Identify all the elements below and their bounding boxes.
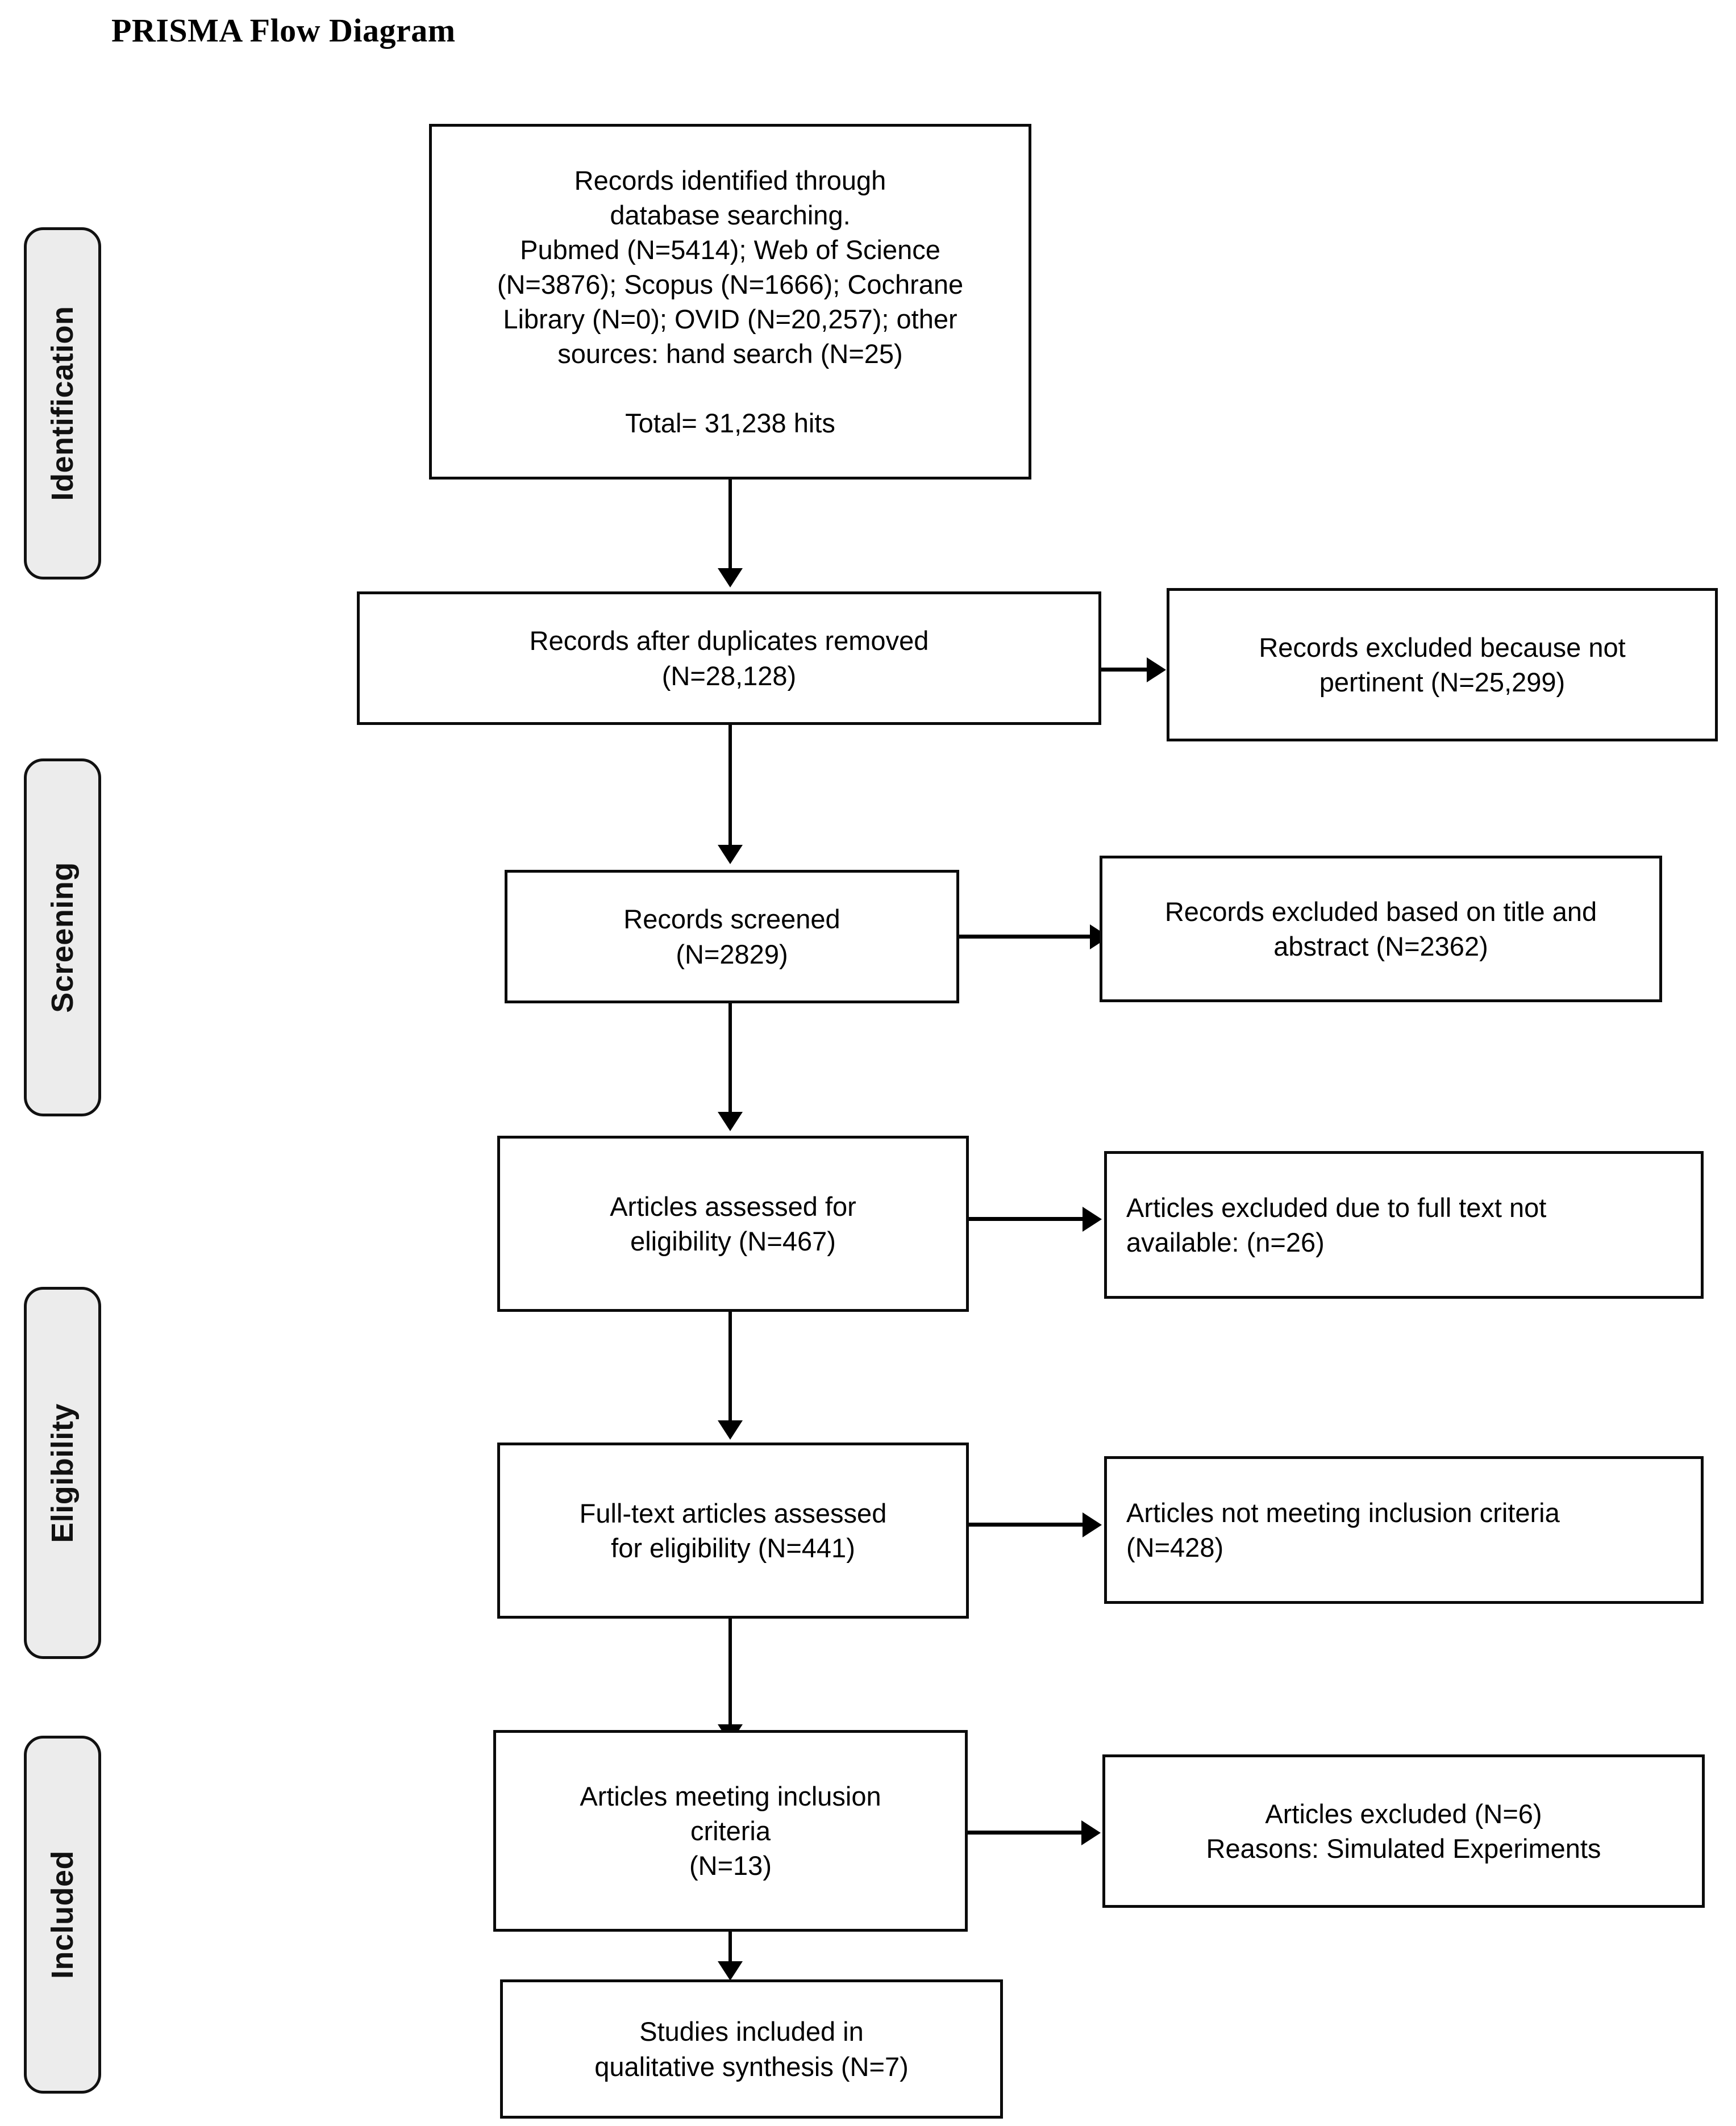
box-excluded-not-meeting-criteria-text: Articles not meeting inclusion criteria … <box>1126 1497 1560 1562</box>
arrowhead-meeting-to-included <box>718 1961 743 1981</box>
box-records-after-duplicates: Records after duplicates removed (N=28,1… <box>357 591 1101 725</box>
phase-pill-screening: Screening <box>24 758 101 1116</box>
box-articles-assessed-eligibility: Articles assessed for eligibility (N=467… <box>497 1136 969 1312</box>
box-excluded-no-fulltext-text: Articles excluded due to full text not a… <box>1126 1192 1547 1257</box>
connector-fulltext-to-excluded <box>969 1523 1083 1527</box>
box-articles-meeting-criteria: Articles meeting inclusion criteria (N=1… <box>493 1730 968 1932</box>
arrowhead-duplicates-to-screened <box>718 845 743 864</box>
box-excluded-simulated-experiments: Articles excluded (N=6) Reasons: Simulat… <box>1102 1754 1705 1908</box>
phase-label-included: Included <box>45 1850 80 1979</box>
arrowhead-meeting-to-excluded <box>1081 1820 1101 1845</box>
box-excluded-simulated-experiments-text: Articles excluded (N=6) Reasons: Simulat… <box>1206 1798 1601 1864</box>
arrowhead-screened-to-assessed <box>718 1112 743 1131</box>
phase-label-identification: Identification <box>45 306 80 501</box>
phase-label-screening: Screening <box>45 862 80 1013</box>
box-fulltext-assessed: Full-text articles assessed for eligibil… <box>497 1443 969 1619</box>
connector-assessed-to-excluded <box>969 1217 1083 1221</box>
box-excluded-not-pertinent: Records excluded because not pertinent (… <box>1167 588 1718 741</box>
connector-screened-to-excluded <box>959 935 1090 939</box>
page-title: PRISMA Flow Diagram <box>111 12 456 49</box>
connector-meeting-to-excluded <box>968 1831 1081 1835</box>
connector-duplicates-to-screened <box>728 725 732 847</box>
phase-pill-eligibility: Eligibility <box>24 1287 101 1659</box>
box-studies-included-qualitative: Studies included in qualitative synthesi… <box>500 1979 1003 2119</box>
arrowhead-identified-to-duplicates <box>718 568 743 587</box>
arrowhead-fulltext-to-excluded <box>1083 1512 1102 1537</box>
connector-assessed-to-fulltext <box>728 1312 732 1423</box>
box-excluded-title-abstract: Records excluded based on title and abst… <box>1100 856 1662 1002</box>
arrowhead-assessed-to-fulltext <box>718 1420 743 1440</box>
box-records-identified: Records identified through database sear… <box>429 124 1031 480</box>
box-records-after-duplicates-text: Records after duplicates removed (N=28,1… <box>529 626 929 691</box>
box-records-screened-text: Records screened (N=2829) <box>623 904 840 969</box>
connector-identified-to-duplicates <box>728 480 732 570</box>
connector-screened-to-assessed <box>728 1003 732 1114</box>
box-articles-meeting-criteria-text: Articles meeting inclusion criteria (N=1… <box>580 1781 881 1881</box>
box-studies-included-qualitative-text: Studies included in qualitative synthesi… <box>594 2016 909 2082</box>
box-excluded-no-fulltext: Articles excluded due to full text not a… <box>1104 1151 1704 1299</box>
box-excluded-not-meeting-criteria: Articles not meeting inclusion criteria … <box>1104 1456 1704 1604</box>
box-excluded-not-pertinent-text: Records excluded because not pertinent (… <box>1259 632 1626 697</box>
box-articles-assessed-eligibility-text: Articles assessed for eligibility (N=467… <box>610 1191 856 1256</box>
connector-fulltext-to-meeting <box>728 1619 732 1727</box>
phase-pill-identification: Identification <box>24 227 101 580</box>
arrowhead-assessed-to-excluded <box>1083 1207 1102 1232</box>
connector-meeting-to-included <box>728 1932 732 1966</box>
box-excluded-title-abstract-text: Records excluded based on title and abst… <box>1164 896 1597 961</box>
phase-label-eligibility: Eligibility <box>45 1403 80 1543</box>
box-records-screened: Records screened (N=2829) <box>505 870 959 1003</box>
box-fulltext-assessed-text: Full-text articles assessed for eligibil… <box>579 1498 887 1563</box>
box-records-identified-text: Records identified through database sear… <box>497 165 964 439</box>
connector-duplicates-to-excluded <box>1101 668 1147 672</box>
arrowhead-duplicates-to-excluded <box>1147 657 1166 682</box>
phase-pill-included: Included <box>24 1736 101 2094</box>
